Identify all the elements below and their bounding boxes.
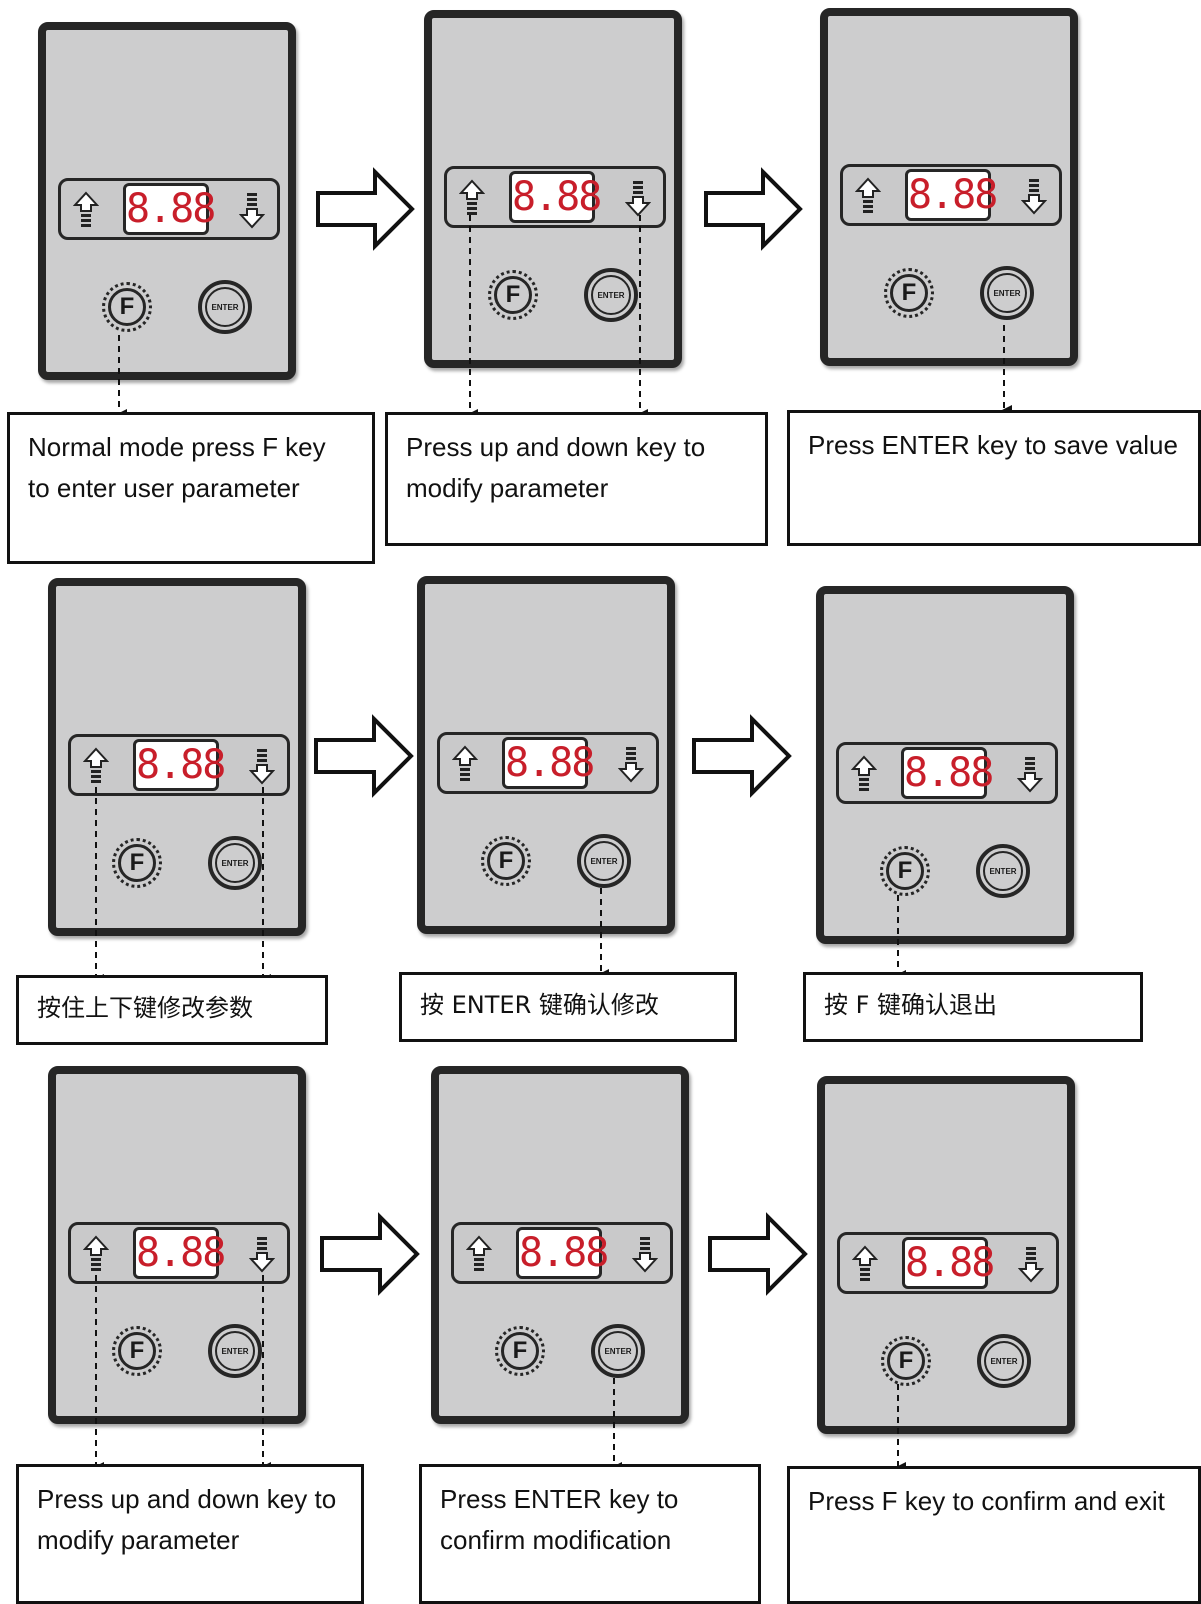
flow-arrow-2 [704, 167, 803, 251]
enter-key-label: ENTER [591, 275, 631, 315]
f-key-button[interactable]: F [880, 846, 930, 896]
up-arrow-key-icon[interactable] [851, 1245, 879, 1283]
display-bar: 8.88 [840, 164, 1062, 226]
led-display: 8.88 [123, 183, 216, 235]
up-arrow-key-icon[interactable] [854, 177, 882, 215]
led-display: 8.88 [901, 747, 994, 799]
enter-key-label: ENTER [205, 287, 245, 327]
display-bar: 8.88 [68, 734, 290, 796]
down-arrow-key-icon[interactable] [617, 745, 645, 783]
f-key-label: F [887, 1342, 925, 1380]
f-key-label: F [118, 1332, 156, 1370]
caption-9: Press F key to confirm and exit [787, 1466, 1201, 1604]
enter-key-label: ENTER [598, 1331, 638, 1371]
led-display: 8.88 [133, 1227, 226, 1279]
caption-3: Press ENTER key to save value [787, 410, 1201, 546]
display-bar: 8.88 [836, 742, 1058, 804]
f-key-button[interactable]: F [481, 836, 531, 886]
f-key-button[interactable]: F [884, 268, 934, 318]
up-arrow-key-icon[interactable] [451, 745, 479, 783]
up-arrow-key-icon[interactable] [72, 191, 100, 229]
f-key-label: F [890, 274, 928, 312]
display-bar: 8.88 [444, 166, 666, 228]
down-arrow-key-icon[interactable] [1017, 1245, 1045, 1283]
f-key-button[interactable]: F [881, 1336, 931, 1386]
flow-arrow-6 [708, 1212, 808, 1296]
down-arrow-key-icon[interactable] [238, 191, 266, 229]
enter-key-label: ENTER [983, 851, 1023, 891]
enter-key-label: ENTER [215, 1331, 255, 1371]
flow-arrow-1 [316, 167, 415, 251]
f-key-button[interactable]: F [488, 270, 538, 320]
led-display: 8.88 [133, 739, 226, 791]
up-arrow-key-icon[interactable] [850, 755, 878, 793]
down-arrow-key-icon[interactable] [624, 179, 652, 217]
f-key-button[interactable]: F [112, 838, 162, 888]
enter-key-label: ENTER [215, 843, 255, 883]
display-bar: 8.88 [437, 732, 659, 794]
enter-key-button[interactable]: ENTER [977, 1334, 1031, 1388]
enter-key-button[interactable]: ENTER [198, 280, 252, 334]
caption-8: Press ENTER key to confirm modification [419, 1464, 761, 1604]
enter-key-button[interactable]: ENTER [591, 1324, 645, 1378]
f-key-label: F [494, 276, 532, 314]
up-arrow-key-icon[interactable] [82, 1235, 110, 1273]
led-display: 8.88 [516, 1227, 609, 1279]
enter-key-button[interactable]: ENTER [976, 844, 1030, 898]
up-arrow-key-icon[interactable] [465, 1235, 493, 1273]
enter-key-label: ENTER [987, 273, 1027, 313]
f-key-button[interactable]: F [102, 282, 152, 332]
enter-key-button[interactable]: ENTER [208, 1324, 262, 1378]
f-key-button[interactable]: F [112, 1326, 162, 1376]
f-key-label: F [118, 844, 156, 882]
f-key-label: F [487, 842, 525, 880]
enter-key-button[interactable]: ENTER [980, 266, 1034, 320]
enter-key-label: ENTER [984, 1341, 1024, 1381]
enter-key-button[interactable]: ENTER [584, 268, 638, 322]
display-bar: 8.88 [451, 1222, 673, 1284]
caption-7: Press up and down key to modify paramete… [16, 1464, 364, 1604]
down-arrow-key-icon[interactable] [1020, 177, 1048, 215]
f-key-label: F [886, 852, 924, 890]
up-arrow-key-icon[interactable] [82, 747, 110, 785]
enter-key-label: ENTER [584, 841, 624, 881]
f-key-label: F [501, 1332, 539, 1370]
flow-arrow-4 [692, 714, 792, 798]
flow-arrow-3 [314, 714, 414, 798]
led-display: 8.88 [509, 171, 602, 223]
down-arrow-key-icon[interactable] [631, 1235, 659, 1273]
led-display: 8.88 [502, 737, 595, 789]
down-arrow-key-icon[interactable] [248, 747, 276, 785]
caption-1: Normal mode press F key to enter user pa… [7, 412, 375, 564]
display-bar: 8.88 [837, 1232, 1059, 1294]
led-display: 8.88 [905, 169, 998, 221]
enter-key-button[interactable]: ENTER [208, 836, 262, 890]
up-arrow-key-icon[interactable] [458, 179, 486, 217]
caption-5: 按 ENTER 键确认修改 [399, 972, 737, 1042]
display-bar: 8.88 [68, 1222, 290, 1284]
f-key-button[interactable]: F [495, 1326, 545, 1376]
caption-2: Press up and down key to modify paramete… [385, 412, 768, 546]
flow-arrow-5 [320, 1212, 420, 1296]
down-arrow-key-icon[interactable] [1016, 755, 1044, 793]
caption-6: 按 F 键确认退出 [803, 972, 1143, 1042]
f-key-label: F [108, 288, 146, 326]
down-arrow-key-icon[interactable] [248, 1235, 276, 1273]
enter-key-button[interactable]: ENTER [577, 834, 631, 888]
led-display: 8.88 [902, 1237, 995, 1289]
display-bar: 8.88 [58, 178, 280, 240]
caption-4: 按住上下键修改参数 [16, 975, 328, 1045]
